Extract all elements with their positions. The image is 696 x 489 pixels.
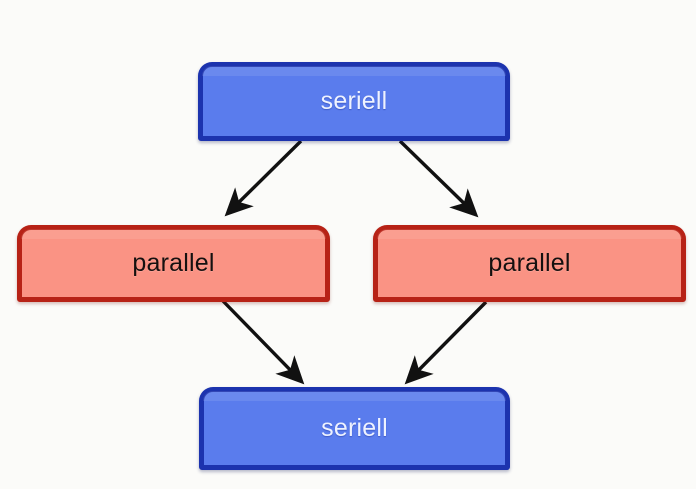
arrow-top-to-left	[224, 139, 303, 217]
arrow-left-to-bottom	[221, 299, 305, 385]
node-parallel-left[interactable]: parallel	[17, 225, 330, 302]
node-seriell-top[interactable]: seriell	[198, 62, 510, 141]
arrow-right-to-bottom	[404, 300, 488, 385]
node-parallel-right[interactable]: parallel	[373, 225, 686, 302]
arrow-top-to-right	[398, 139, 479, 218]
node-seriell-bottom[interactable]: seriell	[199, 387, 510, 470]
node-label: seriell	[321, 414, 388, 442]
node-label: parallel	[488, 249, 571, 277]
node-label: seriell	[320, 87, 388, 115]
node-label: parallel	[132, 249, 215, 277]
